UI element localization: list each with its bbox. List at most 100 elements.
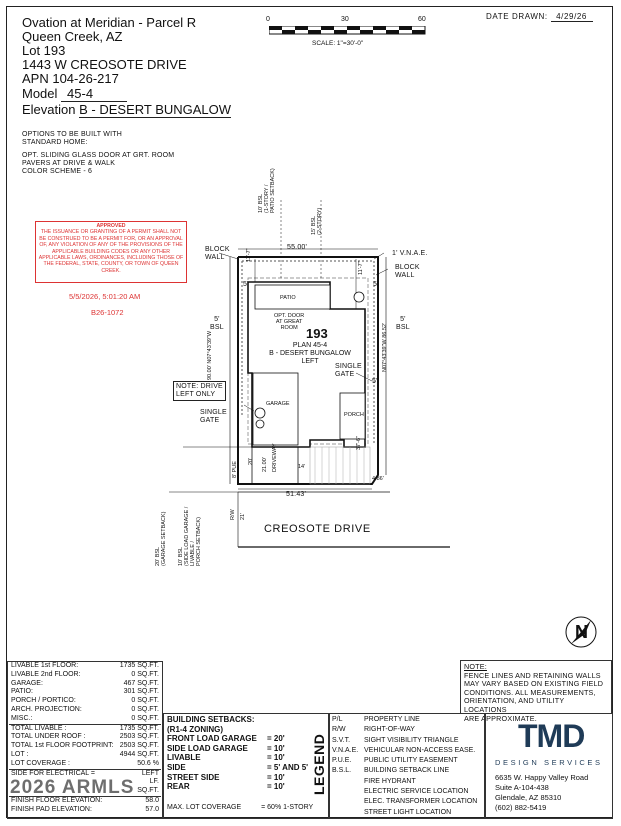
- hydrant-icon: [353, 291, 365, 303]
- area-label: LIVABLE 2nd FLOOR:: [11, 670, 81, 678]
- elevation-value: B - DESERT BUNGALOW: [79, 102, 232, 118]
- city: Queen Creek, AZ: [22, 29, 123, 44]
- area-value: 1735 SQ.FT.: [119, 662, 159, 669]
- front-bsl-2: 10' BSL(SIDE LOAD GARAGE /LIVABLE /PORCH…: [178, 506, 202, 566]
- legend-item: P.U.E.PUBLIC UTILITY EASEMENT: [332, 757, 458, 765]
- dim-rear-width: 55.00': [287, 244, 308, 251]
- area-label: ARCH. PROJECTION:: [11, 705, 82, 713]
- scale-tick-30: 30: [341, 16, 349, 23]
- project-name: Ovation at Meridian - Parcel R: [22, 15, 197, 30]
- area-row: ARCH. PROJECTION:0 SQ.FT.: [9, 706, 161, 715]
- area-row: LOT COVERAGE :50.6 %: [9, 760, 161, 769]
- lot-number: Lot 193: [22, 43, 66, 58]
- drive-14: 14': [298, 464, 306, 470]
- options-intro-2: STANDARD HOME:: [22, 139, 88, 146]
- block-wall-label-right: BLOCK WALL: [395, 264, 420, 279]
- legend-item: ELECTRIC SERVICE LOCATION: [364, 788, 469, 796]
- setbacks-frame: [163, 713, 329, 819]
- electric-service-icon: [255, 419, 265, 429]
- area-row: TOTAL UNDER ROOF : 2503 SQ.FT.: [9, 733, 161, 742]
- setbacks-block: BUILDING SETBACKS: (R1-4 ZONING) FRONT L…: [167, 715, 308, 792]
- drawing-frame: [6, 6, 613, 818]
- hydrant-icon: [254, 407, 266, 419]
- date-label: DATE DRAWN:: [486, 12, 548, 21]
- dim-side-r: 5': [373, 281, 379, 288]
- company-address: 6635 W. Happy Valley Road Suite A-104-43…: [495, 773, 589, 812]
- model-label: Model: [22, 86, 58, 101]
- scale-graphic: [269, 26, 426, 35]
- legend-item: STREET LIGHT LOCATION: [364, 808, 452, 816]
- company-logo: TMD: [518, 718, 585, 754]
- legend-item: S.V.T.SIGHT VISIBILITY TRIANGLE: [332, 736, 459, 744]
- area-label: FINISH PAD ELEVATION:: [11, 805, 92, 813]
- rear-bsl-1: 10' BSL(1-STORY /PATIO SETBACK): [258, 168, 276, 213]
- vnae-label: 1' V.N.A.E.: [392, 250, 428, 257]
- setback-row: REAR= 10': [167, 782, 285, 792]
- front-bsl-1: 20' BSL(GARAGE SETBACK): [155, 511, 167, 566]
- apn: APN 104-26-217: [22, 71, 119, 86]
- area-row: TOTAL LIVABLE : 1735 SQ.FT.: [9, 724, 161, 733]
- title-block: Ovation at Meridian - Parcel R Queen Cre…: [22, 15, 232, 118]
- area-value: 2503 SQ.FT.: [119, 742, 159, 750]
- setback-row: SIDE LOAD GARAGE= 10': [167, 743, 285, 753]
- scale-bar: 0 30 60 SCALE: 1"=30'-0": [266, 15, 430, 49]
- setback-row: STREET SIDE= 10': [167, 772, 285, 782]
- walkway: [309, 446, 371, 485]
- area-label: TOTAL UNDER ROOF :: [11, 733, 86, 741]
- driveway-label: DRIVEWAY: [272, 443, 278, 472]
- area-row: LIVABLE 1st FLOOR: 1735 SQ.FT.: [9, 662, 161, 671]
- setback-row: SIDE= 5' AND 5': [167, 762, 309, 772]
- general-notes: NOTE: FENCE LINES AND RETAINING WALLS MA…: [460, 660, 612, 722]
- area-value: 4944 SQ.FT.: [119, 750, 159, 758]
- option-item: COLOR SCHEME - 6: [22, 168, 93, 175]
- stamp-permit: B26-1072: [91, 308, 124, 317]
- lot-boundary: [237, 256, 379, 485]
- scale-tick-60: 60: [418, 16, 426, 23]
- scale-tick-0: 0: [266, 16, 270, 23]
- options-notes: OPTIONS TO BE BUILT WITH STANDARD HOME: …: [22, 131, 174, 176]
- area-row: MISC.: 0 SQ.FT.: [9, 715, 161, 724]
- watermark: 2026 ARMLS: [10, 777, 135, 798]
- block-wall-label-left: BLOCK WALL: [205, 246, 230, 261]
- setbacks-title: BUILDING SETBACKS:: [167, 715, 255, 724]
- dim-rear-setback-l: 11'-7": [246, 248, 252, 262]
- pue-label: 8' PUE: [232, 461, 238, 478]
- area-row: GARAGE:467 SQ.FT.: [9, 680, 161, 689]
- area-label: TOTAL LIVABLE :: [11, 724, 67, 732]
- area-value: 1735 SQ.FT.: [119, 724, 159, 732]
- right-bearing: N07°43'39"W 86.52': [382, 322, 388, 372]
- area-value: 2503 SQ.FT.: [119, 733, 159, 741]
- company-frame: [485, 713, 613, 819]
- street-name: CREOSOTE DRIVE: [264, 523, 371, 535]
- area-value: 0 SQ.FT.: [131, 714, 159, 722]
- area-row: LOT :4944 SQ.FT.: [9, 751, 161, 760]
- area-value: 58.0: [145, 796, 159, 804]
- area-table-frame: [7, 661, 163, 819]
- legend-title: LEGEND: [311, 733, 327, 795]
- area-row: SQ.FT.: [9, 787, 161, 796]
- area-row: LF.: [9, 778, 161, 787]
- legend-frame: [329, 713, 485, 819]
- area-label: MISC.:: [11, 714, 33, 722]
- option-item: PAVERS AT DRIVE & WALK: [22, 160, 116, 167]
- date-block: DATE DRAWN: 4/29/26: [486, 12, 593, 22]
- dim-front-width: 51.43': [286, 491, 307, 498]
- setback-row: LIVABLE= 10': [167, 753, 285, 763]
- porch-label: PORCH: [344, 412, 364, 418]
- area-value: 50.6 %: [137, 759, 159, 767]
- area-table: LIVABLE 1st FLOOR: 1735 SQ.FT. LIVABLE 2nd…: [9, 662, 161, 815]
- setback-row: FRONT LOAD GARAGE= 20': [167, 734, 285, 744]
- area-row: TOTAL 1st FLOOR FOOTPRINT:2503 SQ.FT.: [9, 742, 161, 751]
- options-intro-1: OPTIONS TO BE BUILT WITH: [22, 131, 122, 138]
- bsl-right: 5'BSL: [396, 316, 410, 331]
- area-value: 0 SQ.FT.: [131, 697, 159, 705]
- area-row: SIDE FOR ELECTRICAL =LEFT: [9, 769, 161, 778]
- area-label: LIVABLE 1st FLOOR:: [11, 662, 79, 669]
- elevation-label: Elevation: [22, 102, 76, 117]
- rear-bsl-2: 15' BSL(2-STORY): [311, 207, 323, 235]
- area-row: FINISH FLOOR ELEVATION:58.0: [9, 796, 161, 805]
